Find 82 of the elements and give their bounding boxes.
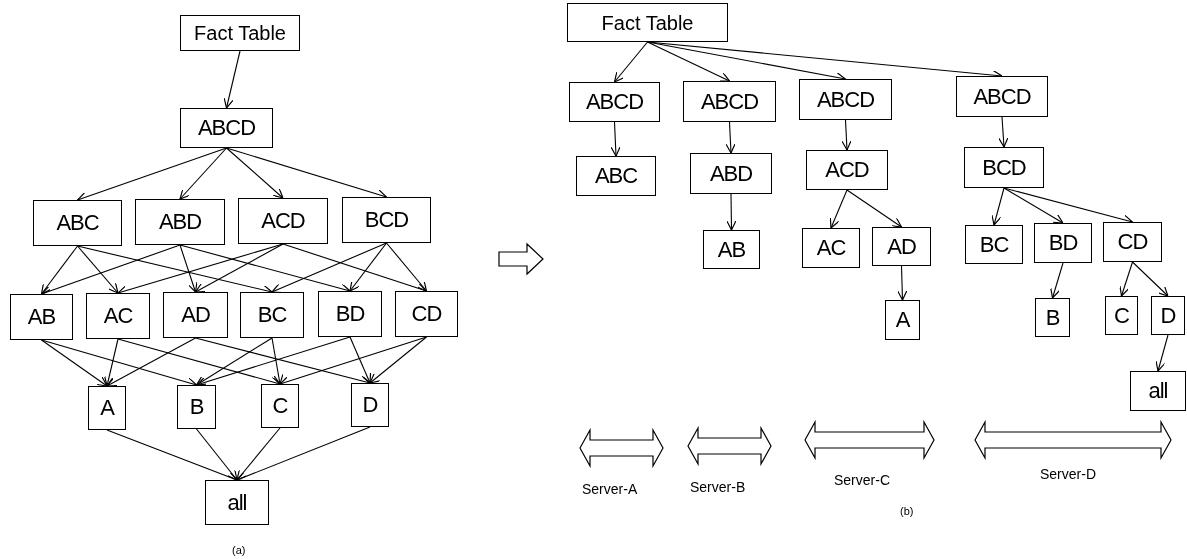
- arrow: [194, 243, 284, 293]
- node-box: D: [351, 383, 389, 427]
- node-box: BC: [240, 292, 304, 338]
- node-box: C: [261, 384, 299, 428]
- arrow: [1119, 261, 1134, 297]
- caption-label: (b): [900, 506, 914, 517]
- node-box: AC: [802, 228, 860, 268]
- arrow: [610, 121, 621, 157]
- node-box: AC: [86, 293, 150, 339]
- node-box: AB: [10, 294, 73, 340]
- arrow: [897, 265, 908, 301]
- arrow: [76, 245, 119, 294]
- arrow: [1003, 187, 1064, 224]
- arrow: [1131, 261, 1169, 297]
- node-box: all: [205, 480, 269, 525]
- arrow: [725, 121, 736, 154]
- node-box: BD: [318, 291, 382, 337]
- node-box: BCD: [342, 197, 431, 243]
- node-box: Fact Table: [180, 15, 300, 51]
- arrow: [179, 244, 198, 293]
- node-box: B: [1035, 298, 1070, 337]
- node-box: ABCD: [180, 108, 273, 148]
- arrow: [271, 337, 284, 385]
- arrow: [846, 189, 903, 228]
- arrow: [223, 50, 241, 109]
- node-box: ABCD: [799, 79, 892, 120]
- arrow: [106, 429, 238, 482]
- node-box: ABCD: [683, 81, 776, 122]
- arrow: [1155, 334, 1169, 372]
- arrow: [76, 147, 228, 202]
- arrow: [613, 41, 649, 83]
- arrow: [104, 338, 119, 387]
- caption-label: (a): [232, 545, 246, 556]
- arrow: [271, 242, 388, 294]
- arrow: [225, 147, 284, 199]
- node-box: ABD: [135, 199, 225, 245]
- arrow: [106, 337, 197, 387]
- node-box: D: [1151, 296, 1185, 335]
- caption-label: Server-C: [834, 473, 890, 487]
- node-box: AB: [703, 230, 760, 269]
- arrow: [195, 337, 273, 386]
- node-box: ABCD: [956, 76, 1048, 117]
- node-box: CD: [395, 291, 458, 337]
- node-box: BCD: [964, 147, 1044, 188]
- arrow: [236, 426, 371, 482]
- node-box: BD: [1034, 223, 1092, 263]
- node-box: ACD: [238, 198, 328, 244]
- arrow: [646, 41, 731, 82]
- arrow: [998, 116, 1009, 148]
- caption-label: Server-B: [690, 480, 746, 494]
- node-box: ABC: [576, 156, 656, 196]
- node-box: AD: [872, 227, 931, 266]
- node-box: BC: [965, 225, 1023, 264]
- arrow: [726, 193, 737, 231]
- arrow: [841, 119, 852, 151]
- arrow: [40, 339, 108, 387]
- arrow: [349, 242, 388, 292]
- arrow: [1050, 262, 1064, 299]
- arrow: [991, 187, 1005, 226]
- node-box: A: [88, 386, 126, 430]
- arrow: [179, 147, 228, 200]
- node-box: A: [885, 300, 920, 340]
- arrow: [236, 427, 281, 481]
- arrow: [40, 245, 79, 295]
- node-box: ABCD: [569, 82, 660, 122]
- node-box: ABC: [33, 200, 122, 246]
- arrow: [195, 428, 238, 481]
- node-box: C: [1105, 296, 1138, 335]
- arrow: [369, 336, 428, 384]
- arrow: [40, 244, 181, 296]
- node-box: all: [1130, 371, 1186, 411]
- node-box: B: [177, 385, 216, 429]
- arrow: [385, 242, 428, 292]
- arrow: [829, 189, 848, 229]
- arrow: [349, 336, 372, 384]
- node-box: AD: [163, 292, 228, 338]
- caption-label: Server-A: [582, 482, 638, 496]
- node-box: ABD: [690, 153, 772, 194]
- node-box: CD: [1103, 222, 1162, 262]
- node-box: Fact Table: [567, 3, 728, 42]
- caption-label: Server-D: [1040, 467, 1096, 481]
- node-box: ACD: [806, 150, 888, 190]
